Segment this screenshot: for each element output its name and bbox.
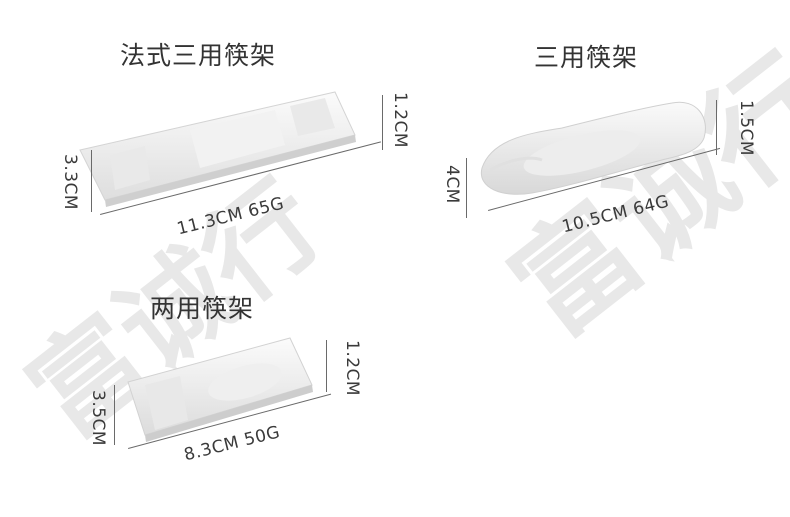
product-1-width: 3.3CM — [60, 154, 80, 211]
product-2-width-line — [466, 158, 467, 218]
product-2-height-line — [716, 100, 717, 155]
product-3-height: 1.2CM — [342, 340, 362, 397]
product-3-height-line — [326, 340, 327, 392]
product-3-width: 3.5CM — [88, 390, 108, 447]
product-1-title: 法式三用筷架 — [120, 41, 277, 70]
product-2-width: 4CM — [442, 165, 462, 204]
product-2-image — [480, 101, 706, 195]
product-2-title: 三用筷架 — [534, 43, 639, 72]
product-2-height: 1.5CM — [736, 100, 756, 157]
product-1-height: 1.2CM — [390, 92, 410, 149]
product-1-height-line — [382, 95, 383, 150]
product-1-image — [79, 91, 356, 207]
product-3-image — [127, 337, 313, 442]
product-3-title: 两用筷架 — [150, 294, 255, 323]
product-1-width-line — [91, 150, 92, 212]
product-3-width-line — [114, 385, 115, 445]
